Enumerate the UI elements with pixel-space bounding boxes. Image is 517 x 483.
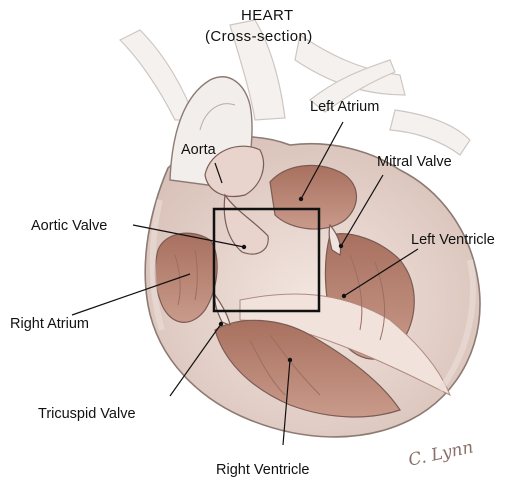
label-mitral-valve: Mitral Valve — [377, 155, 452, 170]
label-left-ventricle: Left Ventricle — [411, 233, 495, 248]
label-right-ventricle: Right Ventricle — [216, 463, 310, 478]
title-subtitle: (Cross-section) — [205, 29, 313, 44]
left-atrium-chamber — [270, 165, 356, 229]
label-aorta: Aorta — [181, 143, 216, 158]
label-left-atrium: Left Atrium — [310, 100, 379, 115]
label-tricuspid-valve: Tricuspid Valve — [38, 407, 136, 422]
label-aortic-valve: Aortic Valve — [31, 219, 107, 234]
label-right-atrium: Right Atrium — [10, 317, 89, 332]
title-heart: HEART — [241, 8, 294, 23]
